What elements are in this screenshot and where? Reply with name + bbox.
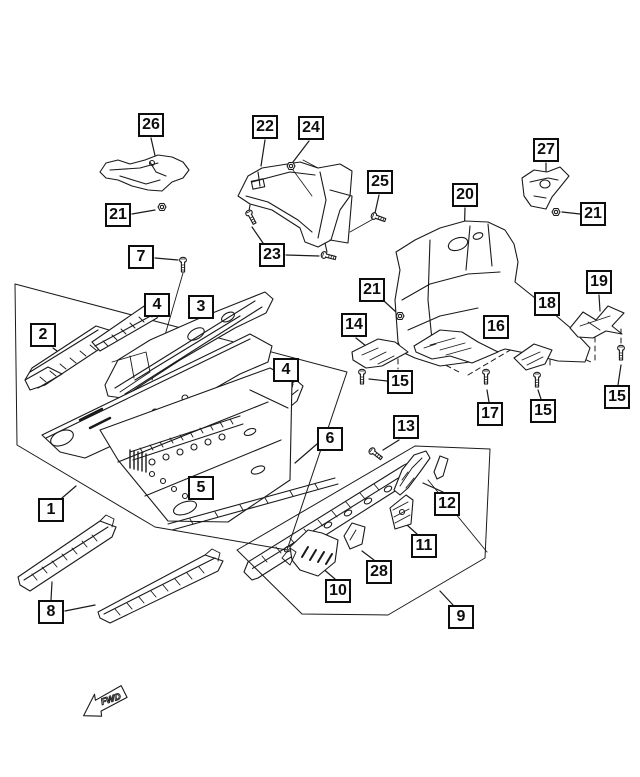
- callout-12: 12: [434, 492, 460, 516]
- part-2-front-rail: [25, 326, 112, 390]
- callout-20: 20: [452, 183, 478, 207]
- callout-4: 4: [273, 358, 299, 382]
- callout-11: 11: [411, 534, 437, 558]
- callout-6: 6: [317, 427, 343, 451]
- part-18-silencer-pad: [514, 344, 552, 370]
- bolt-icon: [533, 371, 541, 388]
- part-11-reinforcement-plate: [390, 495, 413, 529]
- part-8-sill-front: [18, 515, 116, 591]
- callout-13: 13: [393, 415, 419, 439]
- fwd-direction-arrow: FWD: [78, 685, 130, 721]
- part-20-tunnel-heat-shield: [395, 221, 590, 366]
- callout-5: 5: [188, 476, 214, 500]
- part-5-seat-crossmember: [130, 416, 243, 465]
- bolt-icon: [244, 208, 259, 226]
- callout-15: 15: [530, 399, 556, 423]
- part-19-silencer-pad-x: [570, 306, 624, 338]
- nut-icon: [286, 161, 296, 171]
- callout-24: 24: [298, 116, 324, 140]
- part-6-inner-sill-strip: [168, 478, 338, 530]
- callout-28: 28: [366, 560, 392, 584]
- callout-10: 10: [325, 579, 351, 603]
- nut-icon: [395, 311, 405, 321]
- part-10-sill-end-bracket: [282, 530, 338, 576]
- callout-3: 3: [188, 295, 214, 319]
- part-3-tunnel-rail: [105, 292, 273, 398]
- callout-4: 4: [144, 293, 170, 317]
- stud-axis-line: [293, 160, 375, 232]
- callout-25: 25: [367, 170, 393, 194]
- callout-9: 9: [448, 605, 474, 629]
- callout-21: 21: [105, 203, 131, 227]
- part-8-sill-rear: [98, 549, 223, 623]
- part-12-pillar-bracket: [394, 451, 448, 495]
- nut-icon: [551, 207, 561, 217]
- floor-pan-group-boundary: [15, 284, 347, 550]
- part-28-small-bracket: [344, 523, 365, 549]
- bolt-icon: [319, 250, 338, 262]
- part-16-silencer-pad: [414, 330, 498, 363]
- part-26-support-bracket: [100, 155, 189, 191]
- callout-15: 15: [387, 370, 413, 394]
- callout-21: 21: [580, 202, 606, 226]
- callout-27: 27: [533, 138, 559, 162]
- sill-group-boundary: [237, 446, 490, 615]
- callout-18: 18: [534, 292, 560, 316]
- callout-2: 2: [30, 323, 56, 347]
- callout-19: 19: [586, 270, 612, 294]
- callout-16: 16: [483, 315, 509, 339]
- callout-22: 22: [252, 115, 278, 139]
- callout-23: 23: [259, 243, 285, 267]
- bolt-icon: [617, 344, 625, 361]
- callout-14: 14: [341, 313, 367, 337]
- part-22-mount-bracket: [238, 162, 352, 252]
- bolt-icon: [179, 256, 187, 273]
- callout-1: 1: [38, 498, 64, 522]
- callout-7: 7: [128, 245, 154, 269]
- part-27-support-bracket: [522, 167, 569, 209]
- part-14-silencer-pad: [352, 339, 408, 368]
- bolt-icon: [369, 211, 387, 224]
- bolt-icon: [367, 446, 385, 462]
- bolt-icon: [358, 368, 366, 385]
- callout-17: 17: [477, 402, 503, 426]
- callout-8: 8: [38, 600, 64, 624]
- nut-icon: [157, 202, 167, 212]
- part-9-sill-panel-assembly: [244, 462, 487, 580]
- bolt-icon: [482, 368, 490, 385]
- callout-15: 15: [604, 385, 630, 409]
- callout-21: 21: [359, 278, 385, 302]
- callout-26: 26: [138, 113, 164, 137]
